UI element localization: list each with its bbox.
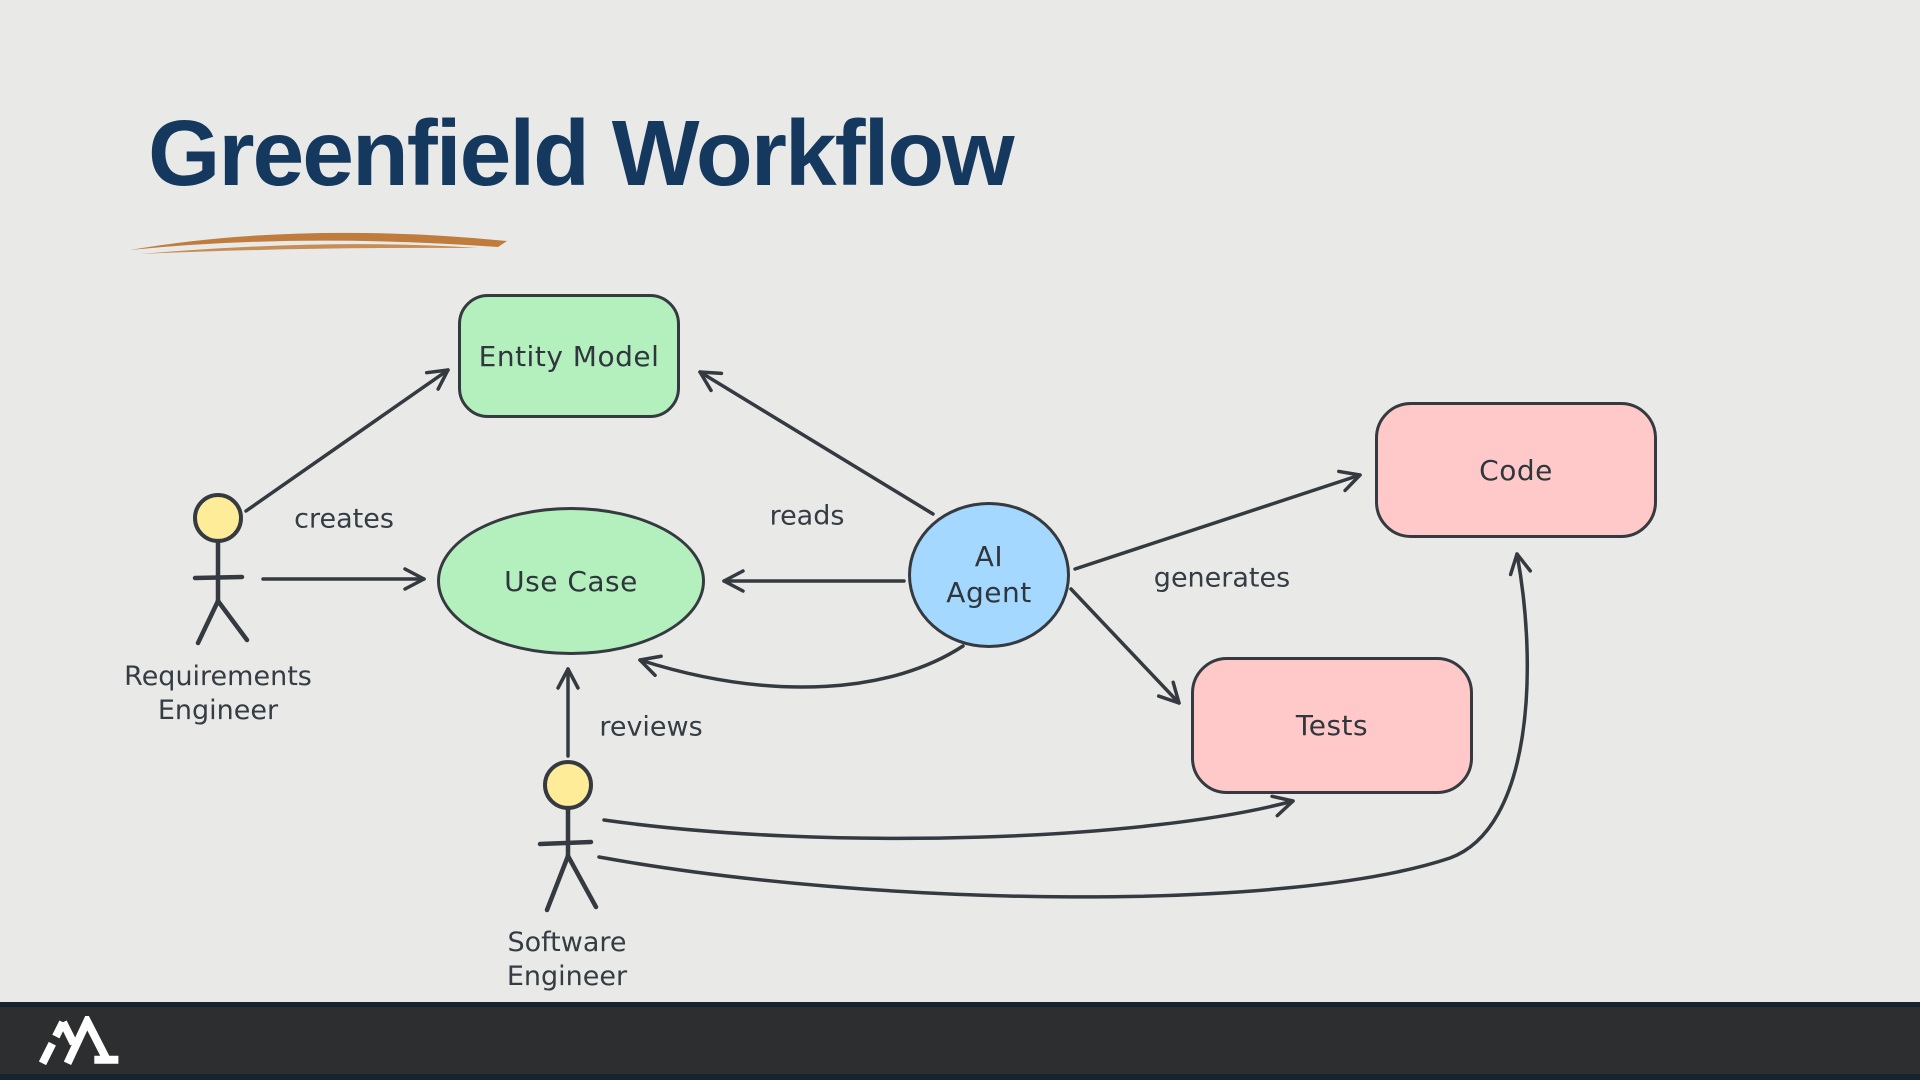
edge-label-reviews: reviews	[599, 711, 703, 743]
node-entity-model-label: Entity Model	[478, 339, 660, 373]
edge-se-to-tests-curve	[602, 794, 1295, 841]
edge-ai-generates-code	[1073, 469, 1362, 571]
edge-re-creates-entity-model	[244, 368, 450, 513]
title-underline-brush	[130, 232, 507, 254]
requirements-engineer-head	[193, 493, 243, 543]
node-code-label: Code	[1479, 453, 1553, 487]
edge-ai-reads-entity-model	[698, 370, 935, 516]
edge-label-reads: reads	[769, 500, 845, 532]
node-tests: Tests	[1191, 657, 1473, 794]
edge-label-creates: creates	[294, 503, 394, 535]
edge-ai-to-use-case-curve	[638, 644, 965, 689]
node-code: Code	[1375, 402, 1657, 538]
node-tests-label: Tests	[1295, 709, 1369, 742]
node-ai-agent-label: AI Agent	[946, 539, 1032, 609]
slide-title: Greenfield Workflow	[148, 101, 1015, 205]
node-ai-agent: AI Agent	[908, 502, 1070, 648]
software-engineer-figure	[537, 760, 599, 913]
software-engineer-head	[543, 760, 593, 810]
brand-logo-icon	[38, 1015, 119, 1065]
requirements-engineer-figure	[192, 493, 250, 646]
requirements-engineer-label: Requirements Engineer	[124, 661, 312, 726]
software-engineer-label: Software Engineer	[506, 927, 628, 992]
edge-label-generates: generates	[1153, 562, 1291, 594]
footer-bar	[0, 1002, 1920, 1080]
node-use-case: Use Case	[437, 507, 705, 655]
edge-se-to-code-curve	[597, 552, 1533, 899]
node-use-case-label: Use Case	[504, 564, 638, 598]
edge-ai-generates-tests	[1069, 587, 1181, 705]
node-entity-model: Entity Model	[458, 294, 680, 418]
